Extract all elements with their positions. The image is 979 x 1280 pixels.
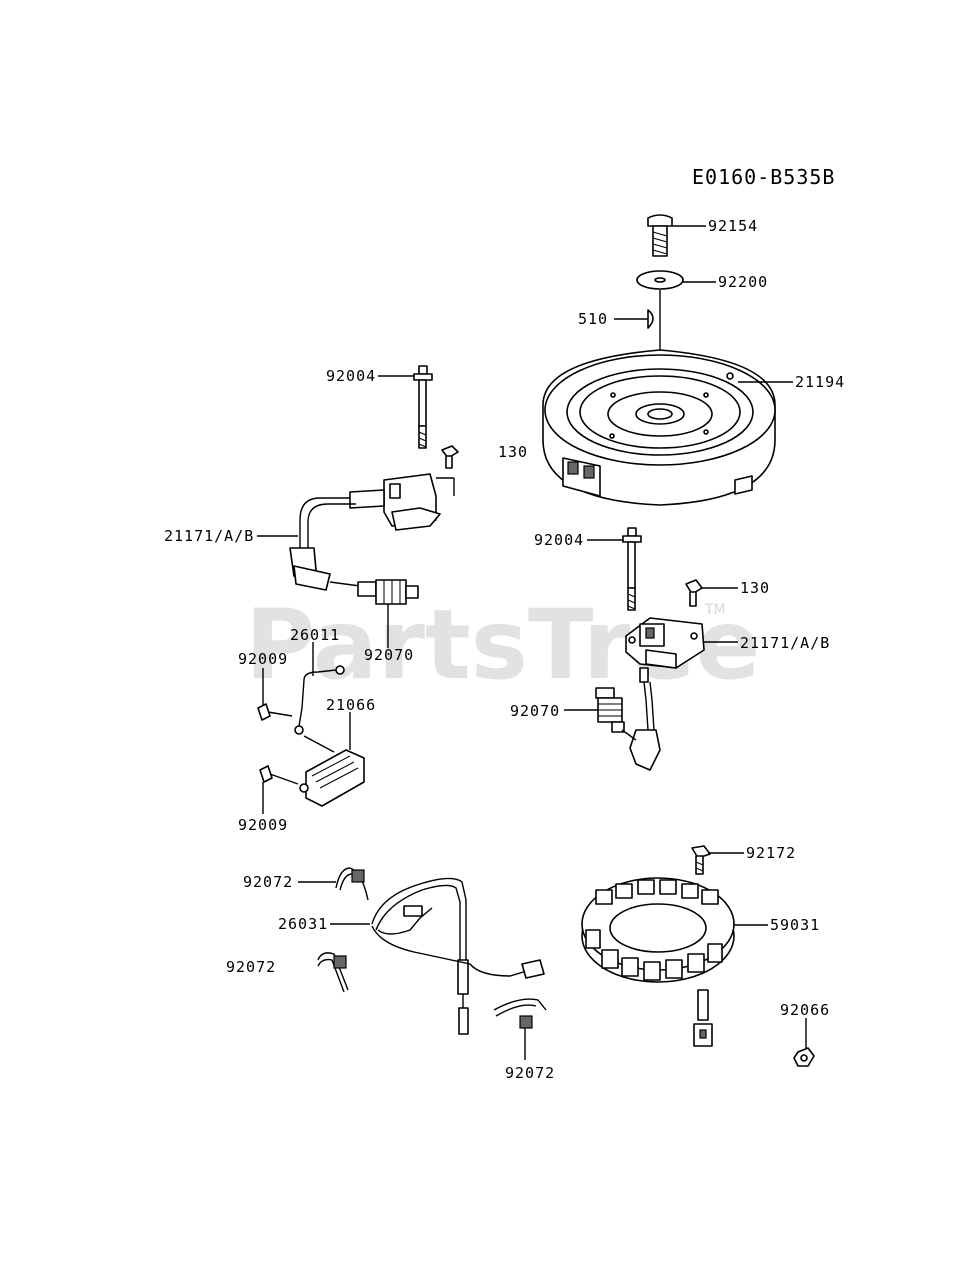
clamp-top-drawing <box>335 867 369 901</box>
stator-drawing <box>581 877 735 1047</box>
part-label-92200[interactable]: 92200 <box>718 273 768 291</box>
screw-top-drawing <box>257 703 293 721</box>
part-label-92004-right[interactable]: 92004 <box>534 531 584 549</box>
part-label-26011[interactable]: 26011 <box>290 626 340 644</box>
nut-drawing <box>793 1047 815 1067</box>
flywheel-drawing <box>542 349 776 506</box>
part-label-130-flywheel[interactable]: 130 <box>498 443 528 461</box>
coil-bolt-left-drawing <box>413 365 433 449</box>
small-screw-left-drawing <box>441 445 459 469</box>
regulator-drawing <box>299 735 365 807</box>
part-label-92072-top[interactable]: 92072 <box>243 873 293 891</box>
part-label-26031[interactable]: 26031 <box>278 915 328 933</box>
part-label-92070-left[interactable]: 92070 <box>364 646 414 664</box>
part-label-510[interactable]: 510 <box>578 310 608 328</box>
spark-plug-left-drawing <box>329 579 419 605</box>
watermark-trademark: TM <box>704 602 726 618</box>
harness-drawing <box>371 877 545 1035</box>
part-label-92154[interactable]: 92154 <box>708 217 758 235</box>
part-label-21194[interactable]: 21194 <box>795 373 845 391</box>
diagram-code: E0160-B535B <box>692 165 835 189</box>
part-label-92072-bottom[interactable]: 92072 <box>505 1064 555 1082</box>
part-label-21066[interactable]: 21066 <box>326 696 376 714</box>
coil-screw-right-drawing <box>685 579 703 607</box>
ignition-coil-right-drawing <box>625 617 705 771</box>
clamp-left-drawing <box>317 952 349 993</box>
flywheel-washer-drawing <box>636 270 684 290</box>
part-label-92004-left[interactable]: 92004 <box>326 367 376 385</box>
ignition-coil-left-drawing <box>289 473 455 591</box>
lead-wire-drawing <box>294 665 345 735</box>
key-drawing <box>647 309 654 329</box>
screw-bottom-drawing <box>259 765 299 785</box>
spark-plug-right-drawing <box>595 687 637 741</box>
part-label-92009-top[interactable]: 92009 <box>238 650 288 668</box>
part-label-92072-left[interactable]: 92072 <box>226 958 276 976</box>
part-label-92070-right[interactable]: 92070 <box>510 702 560 720</box>
clamp-bottom-drawing <box>493 998 547 1029</box>
part-label-59031[interactable]: 59031 <box>770 916 820 934</box>
flywheel-bolt-drawing <box>647 214 673 257</box>
part-label-21171-right[interactable]: 21171/A/B <box>740 634 830 652</box>
part-label-92172[interactable]: 92172 <box>746 844 796 862</box>
part-label-21171-left[interactable]: 21171/A/B <box>164 527 254 545</box>
part-label-92009-bottom[interactable]: 92009 <box>238 816 288 834</box>
part-label-130-right[interactable]: 130 <box>740 579 770 597</box>
stator-bolt-drawing <box>691 845 711 875</box>
coil-bolt-right-drawing <box>622 527 642 611</box>
part-label-92066[interactable]: 92066 <box>780 1001 830 1019</box>
